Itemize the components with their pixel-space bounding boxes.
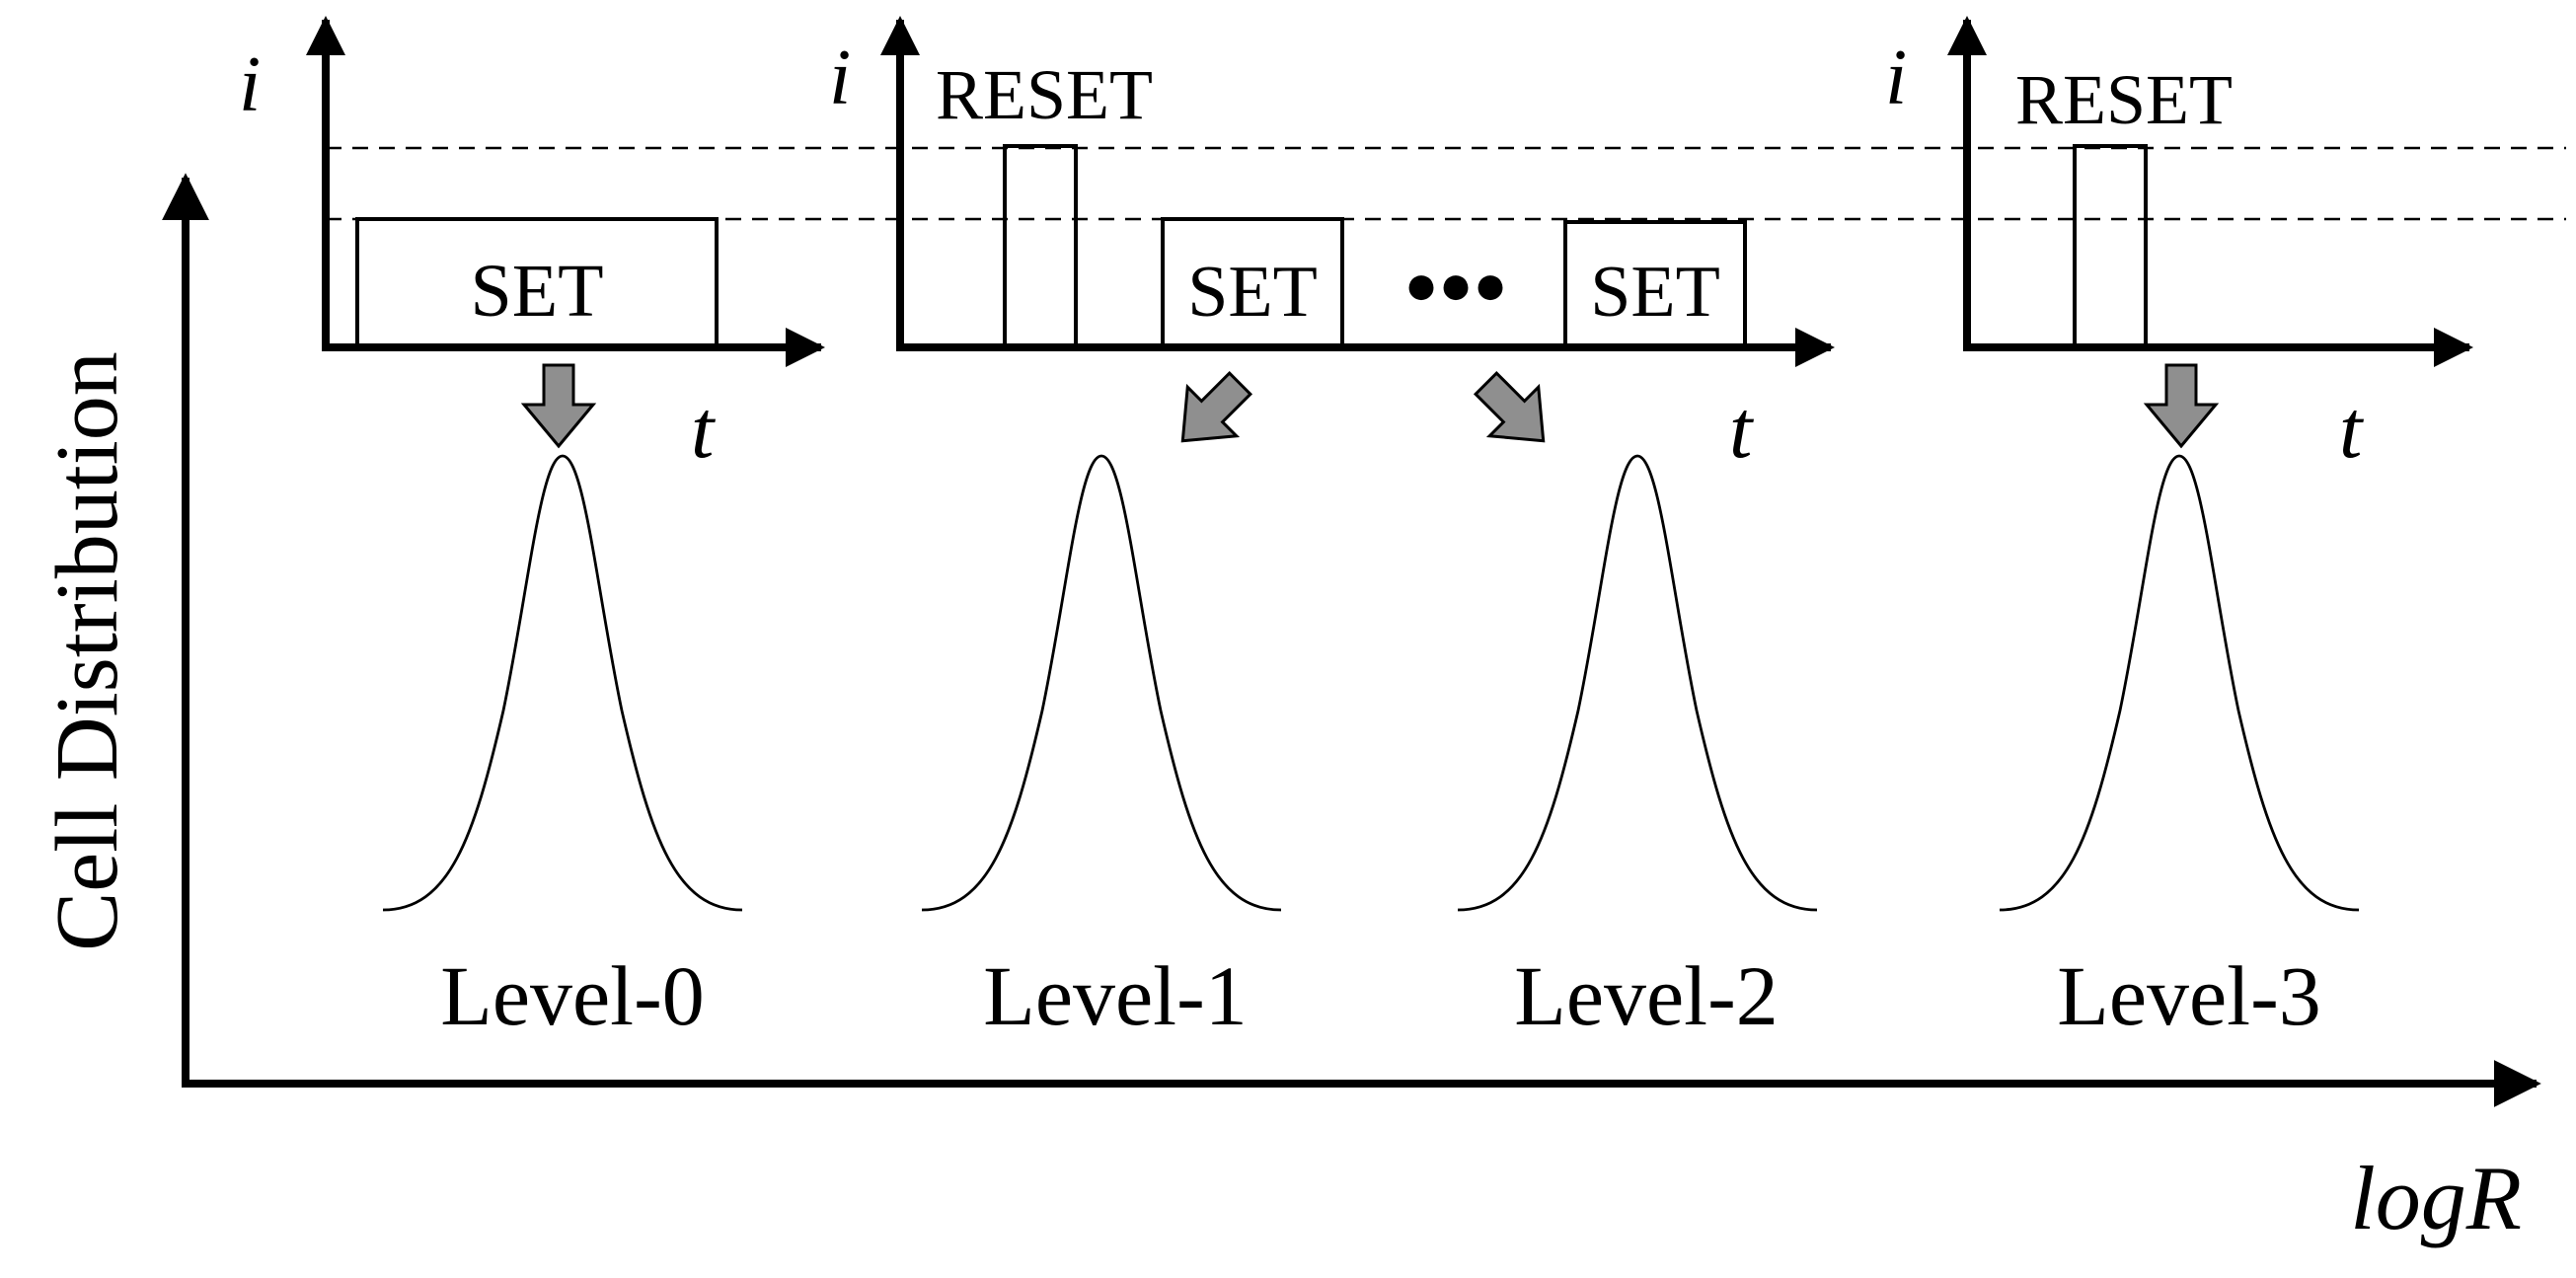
- down-right-arrow-icon: [1473, 370, 1546, 443]
- ellipsis-dots: ●●●: [1403, 253, 1507, 317]
- level-3-label: Level-3: [2057, 948, 2320, 1043]
- reset-pulse-level-3-label: RESET: [2015, 60, 2233, 139]
- reset-pulse: [1003, 144, 1078, 349]
- x-axis-label: logR: [2350, 1148, 2522, 1248]
- down-left-arrow-icon: [1180, 370, 1253, 443]
- y-axis-label: Cell Distribution: [38, 351, 136, 951]
- distribution-curve-level-0: [382, 454, 743, 912]
- reset-pulse-level-3: [2073, 144, 2148, 349]
- set-pulse-1-label: SET: [1187, 252, 1318, 333]
- distribution-curve-level-1: [921, 454, 1282, 912]
- panel-1-i-label: i: [239, 41, 261, 128]
- distribution-curve-level-2: [1457, 454, 1818, 912]
- pulse-panel-reset: i t RESET: [1885, 16, 2473, 476]
- panel-2-i-label: i: [829, 35, 851, 121]
- reset-pulse-label: RESET: [936, 55, 1153, 134]
- level-2-label: Level-2: [1514, 948, 1778, 1043]
- set-pulse: [355, 217, 719, 349]
- down-arrow-icon-level-3: [2143, 363, 2220, 449]
- pulse-panel-reset-set-set: i t RESET SET ●●● SET: [829, 16, 1835, 476]
- set-pulse-1: [1161, 217, 1344, 349]
- level-1-label: Level-1: [983, 948, 1247, 1043]
- panel-3-i-label: i: [1885, 35, 1907, 121]
- set-pulse-2: [1563, 220, 1747, 349]
- panel-1-t-label: t: [691, 384, 717, 476]
- distribution-curve-level-3: [1999, 454, 2360, 912]
- panel-2-t-label: t: [1729, 384, 1755, 476]
- panel-3-t-label: t: [2339, 384, 2365, 476]
- level-0-label: Level-0: [440, 948, 704, 1043]
- down-arrow-icon: [520, 363, 597, 449]
- pulse-panel-set: i t SET: [239, 16, 825, 476]
- set-pulse-label: SET: [470, 250, 603, 333]
- set-pulse-2-label: SET: [1590, 252, 1720, 333]
